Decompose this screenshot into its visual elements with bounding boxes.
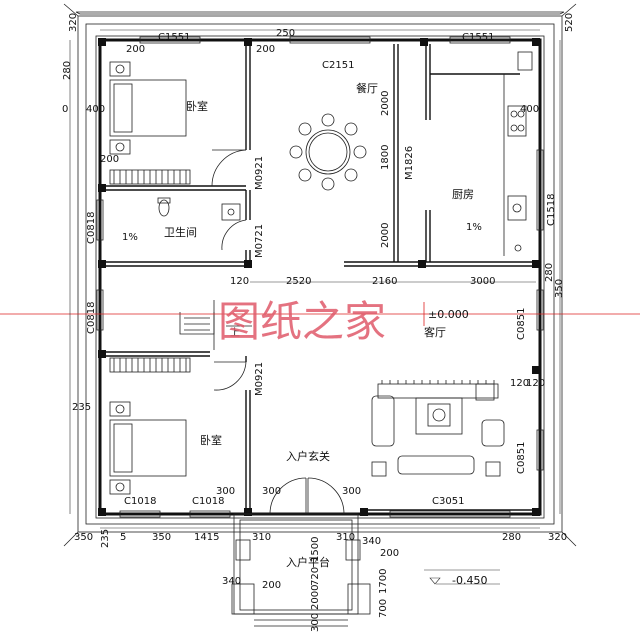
dim-1415: 1415 [194,532,219,543]
dim-400: 400 [520,104,539,115]
window-label-top-right: C1551 [462,32,494,43]
dim-280-bottom: 280 [502,532,521,543]
axis-lines [0,302,640,326]
dim-350-bottom: 350 [74,532,93,543]
dim-310-a: 310 [252,532,271,543]
dim-2000-a: 2000 [380,91,391,116]
dim-top-right: 520 [564,13,575,32]
room-label-entry-platform: 入户平台 [286,555,330,569]
dim-2160: 2160 [372,276,397,287]
roof-outline [63,3,577,547]
window-label-right-upper: C1518 [546,194,557,226]
room-label-living: 客厅 [424,325,446,339]
toilet [157,197,171,217]
dim-235-b: 235 [100,529,111,548]
dim-120-right: 120 [510,378,529,389]
dim-350-right: 350 [554,279,565,298]
room-label-bathroom: 卫生间 [164,225,197,239]
wardrobe-top [109,169,191,185]
dim-120-right-2: 120 [526,378,545,389]
dim-720: 720 [310,567,321,586]
dim-3000: 3000 [470,276,495,287]
interior-walls [104,44,540,514]
door-label-bed-top: M0921 [254,156,265,190]
room-label-bedroom-bottom: 卧室 [200,433,222,447]
dim-250: 250 [276,28,295,39]
dim-300-c: 300 [342,486,361,497]
dim-2520: 2520 [286,276,311,287]
stair [179,300,252,350]
dim-200-b: 200 [256,44,275,55]
room-label-dining: 餐厅 [356,81,378,95]
room-label-entrance: 入户玄关 [286,449,330,463]
doors [211,149,345,515]
window-label-right-lower: C0851 [516,442,527,474]
dim-1500: 1500 [310,537,321,562]
dim-340-b: 340 [362,536,381,547]
window-label-dining: C2151 [322,60,354,71]
dim-left-235: 235 [72,402,91,413]
dim-left-0: 0 [62,104,68,115]
dim-310-b: 310 [336,532,355,543]
dim-340-a: 340 [222,576,241,587]
bed-bottom [109,401,187,495]
dim-300-d: 300 [310,613,321,632]
watermark: 图纸之家 [218,297,386,346]
slope-bath: 1% [122,232,138,243]
windows [96,36,544,518]
window-label-left-lower: C0818 [86,302,97,334]
dim-200-a: 200 [126,44,145,55]
bed-top [109,61,187,155]
wardrobe-bottom [109,357,191,373]
slope-kitchen: 1% [466,222,482,233]
stair-up-mark: 上 [230,327,240,339]
kitchen-counter [503,51,533,256]
dim-280-right: 280 [544,263,555,282]
window-label-bottom-right: C3051 [432,496,464,507]
dim-2000-c: 2000 [310,585,321,610]
dim-2000-b: 2000 [380,223,391,248]
window-label-left-upper: C0818 [86,212,97,244]
window-label-right-mid: C0851 [516,308,527,340]
dim-700: 700 [378,599,389,618]
dimension-lines [69,29,561,585]
door-label-dining-kitchen: M1826 [404,146,415,180]
dim-200-d: 200 [380,548,399,559]
dim-320-bottom: 320 [548,532,567,543]
window-label-top-left: C1551 [158,32,190,43]
dim-left-280: 280 [62,61,73,80]
dim-300-b: 300 [262,486,281,497]
basin [221,203,241,221]
level-outside: -0.450 [452,574,487,587]
dim-left-200: 200 [100,154,119,165]
dim-top-left: 320 [68,13,79,32]
entry-platform [231,513,371,627]
level-floor: ±0.000 [428,308,469,321]
structural-columns [98,38,540,516]
sofa-set [371,380,505,477]
door-label-bed-bottom: M0921 [254,362,265,396]
dim-1700: 1700 [378,569,389,594]
window-label-bottom-left-b: C1018 [192,496,224,507]
dim-left-400: 400 [86,104,105,115]
dim-5: 5 [120,532,126,543]
dim-120: 120 [230,276,249,287]
dim-350-b: 350 [152,532,171,543]
room-label-kitchen: 厨房 [452,188,474,201]
dining-table [289,113,367,191]
dim-200-c: 200 [262,580,281,591]
window-label-bottom-left-a: C1018 [124,496,156,507]
room-label-bedroom-top: 卧室 [186,99,208,113]
dim-300-a: 300 [216,486,235,497]
dim-1800: 1800 [380,145,391,170]
door-label-bath: M0721 [254,224,265,258]
